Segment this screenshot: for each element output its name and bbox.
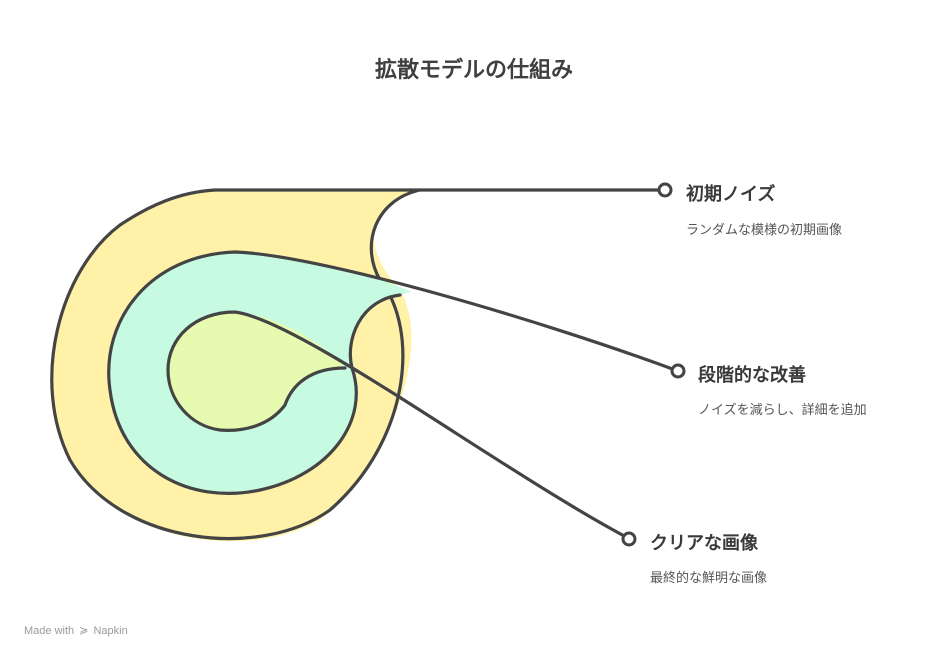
page-title: 拡散モデルの仕組み [374,58,573,83]
stage-3-label: クリアな画像 [650,533,758,554]
stage-2-description: ノイズを減らし、詳細を追加 [698,403,867,418]
inner-stage-shape [166,310,630,540]
stage-1-marker [657,182,673,198]
napkin-logo-icon: ≽ [79,625,89,637]
stage-2-marker [670,363,686,379]
stage-3-description: 最終的な鮮明な画像 [650,571,768,586]
footer-made-with: Made with [24,625,75,637]
stage-1-description: ランダムな模様の初期画像 [686,223,843,238]
stage-3-marker [621,531,637,547]
footer-brand: Napkin [93,625,128,637]
footer-credit[interactable]: Made with ≽ Napkin [24,624,128,637]
stage-2-label: 段階的な改善 [698,365,806,386]
stage-1-label: 初期ノイズ [686,184,776,205]
